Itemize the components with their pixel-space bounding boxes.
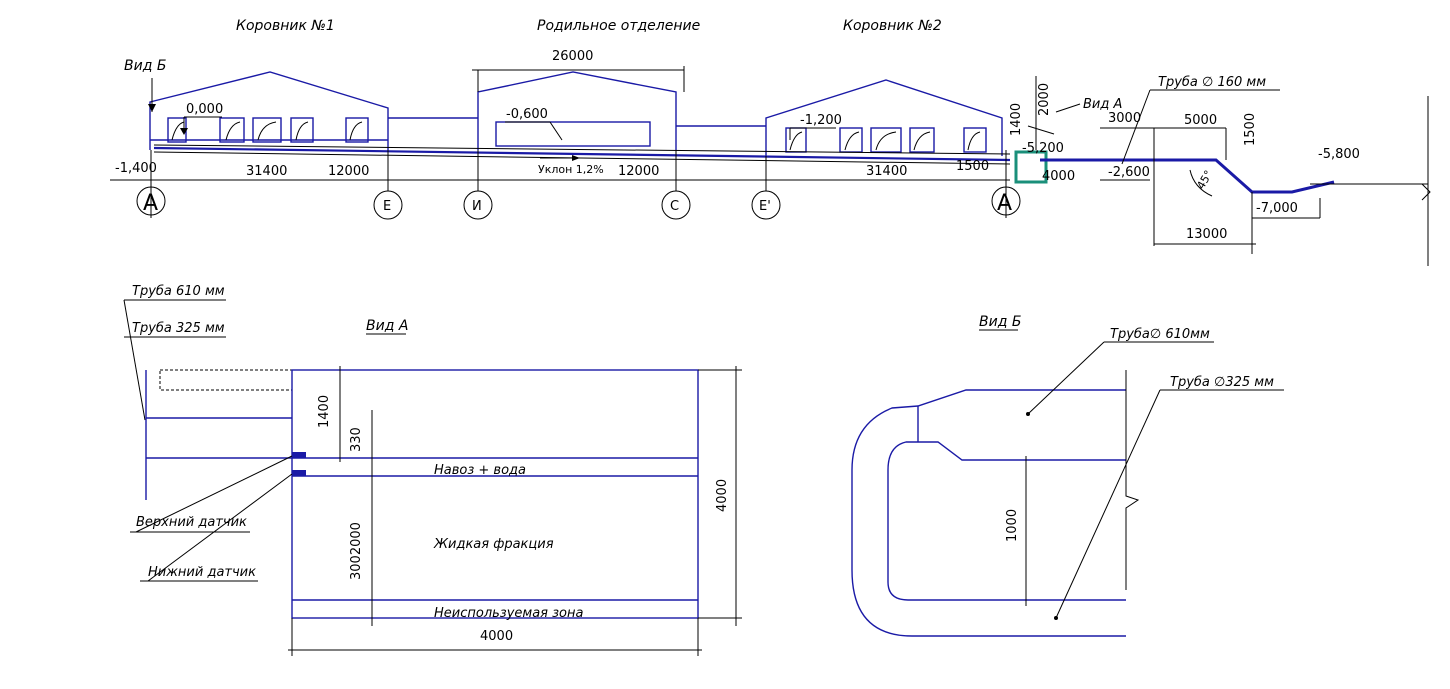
dim-label: 4000 bbox=[480, 629, 513, 644]
level-label: -1,400 bbox=[115, 161, 157, 176]
outlet-pipe bbox=[1040, 158, 1335, 194]
dim-label: 330 bbox=[349, 427, 364, 452]
dim-label: 4000 bbox=[715, 479, 730, 512]
dim-label: 31400 bbox=[246, 164, 287, 179]
view-b-marker-label: Вид Б bbox=[124, 58, 166, 74]
dim-label: 12000 bbox=[618, 164, 659, 179]
tank-symbol bbox=[1014, 150, 1048, 184]
dim-label: 13000 bbox=[1186, 227, 1227, 242]
dim-label: 1500 bbox=[956, 159, 989, 174]
dim-label: 31400 bbox=[866, 164, 907, 179]
dim-label: 3000 bbox=[1108, 111, 1141, 126]
tank-outline bbox=[291, 369, 699, 619]
axis-markers: А Е И С Е' А bbox=[136, 150, 1021, 220]
view-b-title: Вид Б bbox=[979, 314, 1021, 330]
level-label: -7,000 bbox=[1256, 201, 1298, 216]
level-label: -1,200 bbox=[800, 113, 842, 128]
pipe-160-label: Труба ∅ 160 мм bbox=[1158, 75, 1266, 90]
axis-label: А bbox=[997, 191, 1012, 216]
level-label: -5,200 bbox=[1022, 141, 1064, 156]
axis-label: С bbox=[670, 199, 679, 214]
barn2-title: Коровник №2 bbox=[843, 18, 942, 34]
view-a-drawing: Вид А Труба 610 мм Труба 325 мм Навоз + … bbox=[123, 284, 742, 656]
dim-label: 3002000 bbox=[349, 522, 364, 580]
axis-label: А bbox=[143, 191, 158, 216]
maternity-width-dim: 26000 bbox=[552, 49, 593, 64]
axis-label: Е bbox=[383, 199, 391, 214]
upper-sensor-label: Верхний датчик bbox=[136, 515, 247, 530]
section-drawing: Коровник №1 Родильное отделение Коровник… bbox=[110, 18, 1431, 266]
view-b-drawing: Вид Б 1000 Труба∅ 610мм Труба ∅325 мм bbox=[851, 314, 1284, 637]
pipe-610-label: Труба∅ 610мм bbox=[1110, 327, 1210, 342]
pipe-325-label: Труба 325 мм bbox=[132, 321, 225, 336]
barn1-building bbox=[149, 71, 389, 150]
slope-label: Уклон 1,2% bbox=[538, 163, 604, 176]
barn1-title: Коровник №1 bbox=[236, 18, 335, 34]
pipe-325-label: Труба ∅325 мм bbox=[1170, 375, 1274, 390]
dim-label: 1500 bbox=[1243, 113, 1258, 146]
lower-sensor-label: Нижний датчик bbox=[148, 565, 256, 580]
dim-label: 1000 bbox=[1005, 509, 1020, 542]
dim-label: 1400 bbox=[1009, 103, 1024, 136]
dim-label: 12000 bbox=[328, 164, 369, 179]
dim-label: 1400 bbox=[317, 395, 332, 428]
pipe-610-outline bbox=[851, 389, 1126, 637]
level-label: -0,600 bbox=[506, 107, 548, 122]
axis-label: Е' bbox=[759, 199, 771, 214]
angle-label: 45° bbox=[1194, 168, 1215, 191]
zone-label-liquid: Жидкая фракция bbox=[433, 537, 554, 552]
level-label: 0,000 bbox=[186, 102, 223, 117]
dim-label: 2000 bbox=[1037, 83, 1052, 116]
maternity-title: Родильное отделение bbox=[537, 18, 700, 34]
upper-sensor bbox=[292, 452, 306, 458]
maternity-building bbox=[477, 71, 677, 150]
zone-label-manure: Навоз + вода bbox=[434, 463, 526, 478]
dim-label: 5000 bbox=[1184, 113, 1217, 128]
pipe-610-label: Труба 610 мм bbox=[132, 284, 225, 299]
barn2-building bbox=[765, 79, 1003, 156]
main-sloped-pipe bbox=[153, 146, 1011, 162]
view-a-title: Вид А bbox=[366, 318, 408, 334]
axis-label: И bbox=[472, 199, 482, 214]
level-label: -2,600 bbox=[1108, 165, 1150, 180]
zone-label-unused: Неиспользуемая зона bbox=[434, 606, 583, 621]
pipe-325-outline bbox=[887, 441, 1126, 601]
dim-label: 4000 bbox=[1042, 169, 1075, 184]
lower-sensor bbox=[292, 470, 306, 476]
level-label: -5,800 bbox=[1318, 147, 1360, 162]
view-a-marker-label: Вид А bbox=[1083, 97, 1122, 112]
